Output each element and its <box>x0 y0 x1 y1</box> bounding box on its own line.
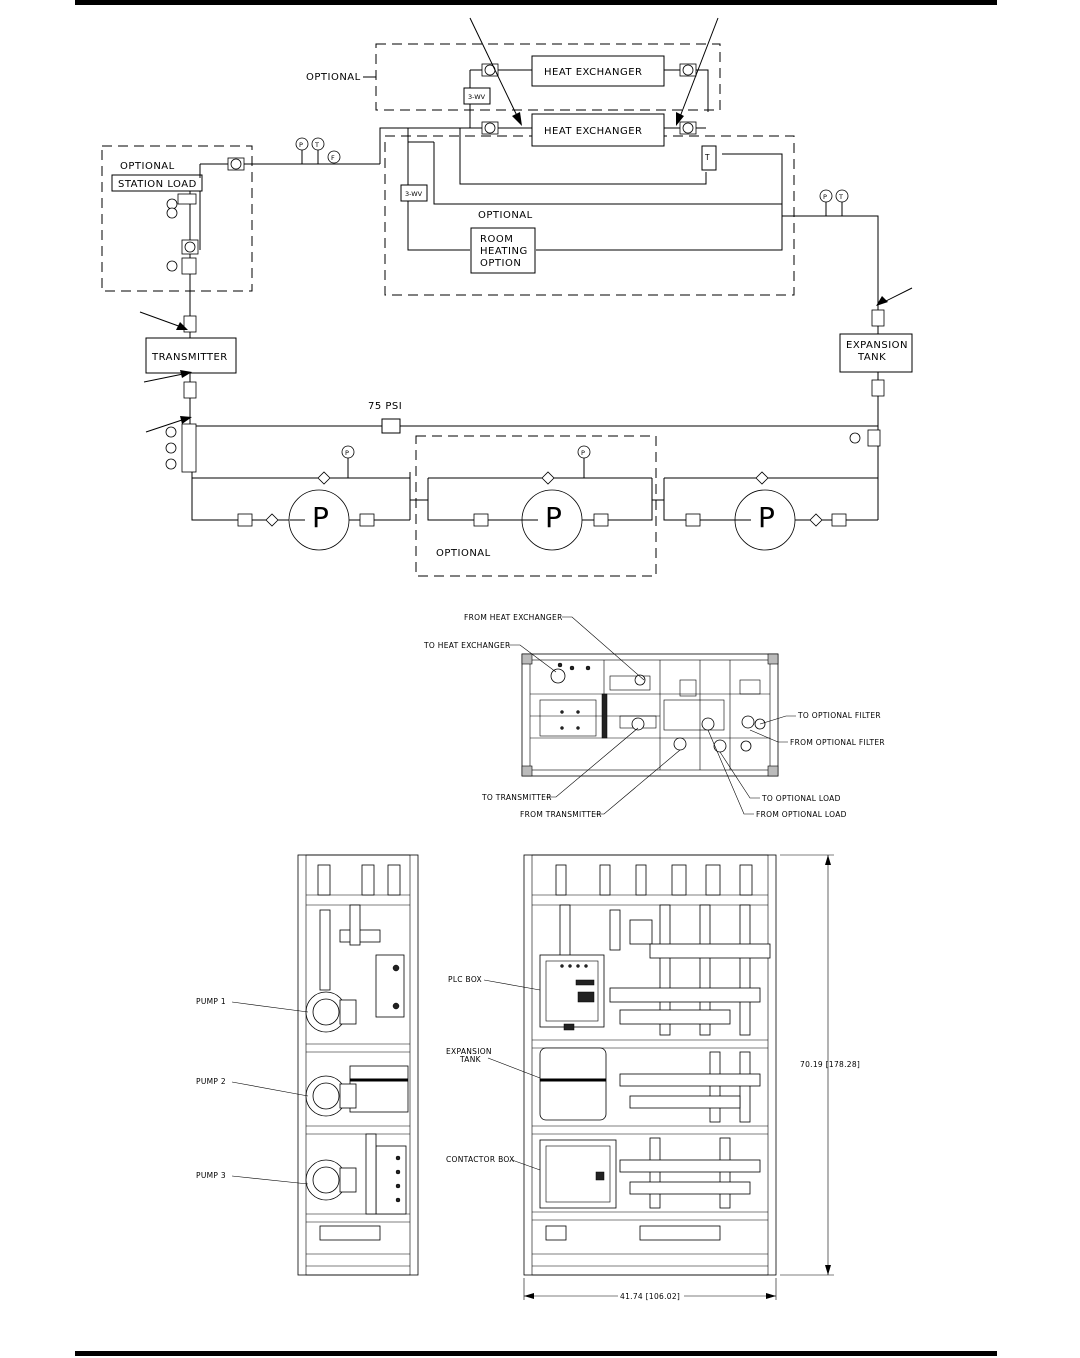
callout-from-transmitter: FROM TRANSMITTER <box>520 810 602 819</box>
transmitter-box <box>145 337 237 374</box>
callout-from-optional-filter: FROM OPTIONAL FILTER <box>790 738 885 747</box>
svg-text:HEATING: HEATING <box>480 246 528 257</box>
three-way-valve-room <box>400 184 428 202</box>
side-pump-2 <box>305 1075 357 1117</box>
svg-text:OPTION: OPTION <box>480 258 521 269</box>
optional-region-room <box>384 135 795 296</box>
heat-exchanger-optional-label: HEAT EXCHANGER <box>544 67 642 78</box>
pump-center: P <box>521 489 583 551</box>
optional-label-pump: OPTIONAL <box>436 548 491 559</box>
optional-region-station <box>101 145 253 292</box>
side-pump-3 <box>305 1159 357 1201</box>
contactor-box-label: CONTACTOR BOX <box>446 1155 515 1164</box>
optional-label-station: OPTIONAL <box>120 161 175 172</box>
width-dimension: 41.74 [106.02] <box>523 1278 777 1301</box>
expansion-tank-label-1: EXPANSION <box>446 1047 492 1056</box>
heat-exchanger-main <box>531 113 665 147</box>
station-load <box>111 174 203 192</box>
svg-text:3-WV: 3-WV <box>468 93 486 101</box>
plc-box-label: PLC BOX <box>448 975 482 984</box>
svg-text:P: P <box>345 449 349 457</box>
bottom-border-bar <box>75 1351 997 1356</box>
side-pump-1 <box>305 991 357 1033</box>
transmitter-label: TRANSMITTER <box>151 352 228 363</box>
front-view: PLC BOX EXPANSION TANK CONTACTOR BOX 70.… <box>446 854 860 1301</box>
callout-from-optional-load: FROM OPTIONAL LOAD <box>756 810 847 819</box>
contactor-box <box>539 1139 617 1209</box>
pump-right: P <box>734 489 796 551</box>
svg-text:T: T <box>704 153 710 162</box>
svg-text:P: P <box>299 141 303 149</box>
svg-text:P: P <box>545 501 562 534</box>
three-way-valve-top <box>463 87 491 105</box>
plc-box <box>539 954 605 1028</box>
heat-exchanger-main-label: HEAT EXCHANGER <box>544 126 642 137</box>
callout-to-optional-filter: TO OPTIONAL FILTER <box>797 711 881 720</box>
heat-exchanger-optional <box>531 55 665 87</box>
top-view: FROM HEAT EXCHANGER TO HEAT EXCHANGER TO… <box>423 613 885 819</box>
station-load-label: STATION LOAD <box>118 179 197 190</box>
relief-valve-label: 75 PSI <box>368 401 402 412</box>
callout-from-heat-exchanger: FROM HEAT EXCHANGER <box>464 613 563 622</box>
optional-label-room: OPTIONAL <box>478 210 533 221</box>
top-border-bar <box>75 0 997 5</box>
gauge-group-supply: P T F <box>295 137 341 165</box>
front-expansion-tank <box>539 1047 607 1121</box>
optional-region-pump <box>415 435 657 577</box>
pump-3-label: PUMP 3 <box>196 1171 226 1180</box>
svg-text:70.19 [178.28]: 70.19 [178.28] <box>800 1060 860 1069</box>
pump-1-label: PUMP 1 <box>196 997 226 1006</box>
room-heating-box <box>470 227 536 274</box>
side-view: PUMP 1 PUMP 2 PUMP 3 <box>196 854 419 1276</box>
svg-text:T: T <box>314 141 319 149</box>
callout-to-transmitter: TO TRANSMITTER <box>481 793 552 802</box>
svg-text:ROOM: ROOM <box>480 234 513 245</box>
callout-to-optional-load: TO OPTIONAL LOAD <box>761 794 841 803</box>
pump-loops: P P P <box>191 445 878 551</box>
gauge-group-return: P T <box>818 189 850 217</box>
pump-left: P <box>288 489 350 551</box>
pump-2-label: PUMP 2 <box>196 1077 226 1086</box>
svg-text:41.74 [106.02]: 41.74 [106.02] <box>620 1292 680 1301</box>
relief-valve <box>381 418 401 434</box>
svg-text:P: P <box>581 449 585 457</box>
svg-text:TANK: TANK <box>857 352 886 363</box>
svg-text:P: P <box>312 501 329 534</box>
svg-text:F: F <box>331 154 335 162</box>
piping-schematic: OPTIONAL OPTIONAL OPTIONAL OPTIONAL HEAT… <box>101 17 913 577</box>
tee-fitting <box>701 145 717 171</box>
optional-label-top: OPTIONAL <box>306 72 361 83</box>
height-dimension: 70.19 [178.28] <box>780 854 860 1276</box>
expansion-tank-box <box>839 333 913 373</box>
expansion-tank-label-2: TANK <box>459 1055 482 1064</box>
svg-text:EXPANSION: EXPANSION <box>846 340 908 351</box>
svg-text:P: P <box>758 501 775 534</box>
svg-text:T: T <box>838 193 843 201</box>
svg-text:3-WV: 3-WV <box>405 190 423 198</box>
svg-text:P: P <box>823 193 827 201</box>
callout-to-heat-exchanger: TO HEAT EXCHANGER <box>423 641 511 650</box>
